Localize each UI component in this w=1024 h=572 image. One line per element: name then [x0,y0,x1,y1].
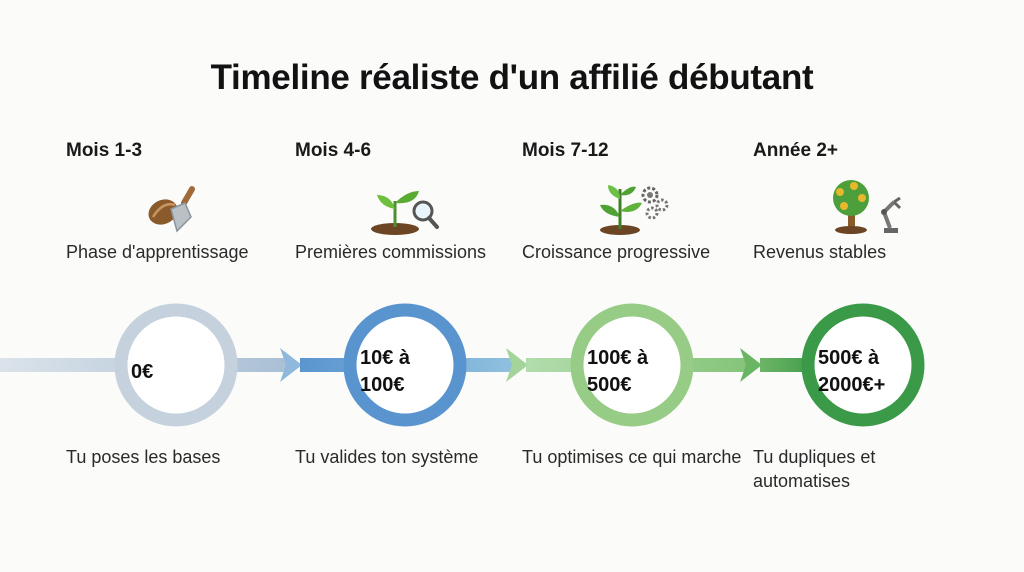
period-label: Mois 7-12 [522,140,609,161]
arrow-2 [506,348,528,382]
money-tree-robot-icon [753,178,973,236]
amount-label: 0€ [131,360,154,383]
arrow-1 [280,348,302,382]
seed-trowel-icon [66,178,286,236]
action-label: Tu valides ton système [295,447,479,467]
action-label: Tu optimises ce qui marche [522,447,742,467]
plant-gears-icon [522,178,742,236]
phase-label: Croissance progressive [522,242,711,262]
phase-label: Premières commissions [295,242,487,262]
milestone-ring-4 [801,303,925,427]
period-label: Mois 1-3 [66,140,143,161]
amount-label: 500€ à 2000€+ [818,347,886,396]
phase-label: Revenus stables [753,242,887,262]
sprout-magnifier-icon [295,178,515,236]
milestone-ring-3 [570,303,694,427]
milestone-ring-2 [343,303,467,427]
amount-label: 100€ à 500€ [587,347,649,396]
arrow-3 [740,348,762,382]
phase-label: Phase d'apprentissage [66,242,249,262]
diagram-title: Timeline réaliste d'un affilié débutant [210,58,814,97]
action-label: Tu dupliques et automatises [753,447,876,491]
milestone-ring-1 [114,303,238,427]
action-label: Tu poses les bases [66,447,221,467]
period-label: Mois 4-6 [295,140,372,161]
period-label: Année 2+ [753,140,839,161]
amount-label: 10€ à 100€ [360,347,411,396]
